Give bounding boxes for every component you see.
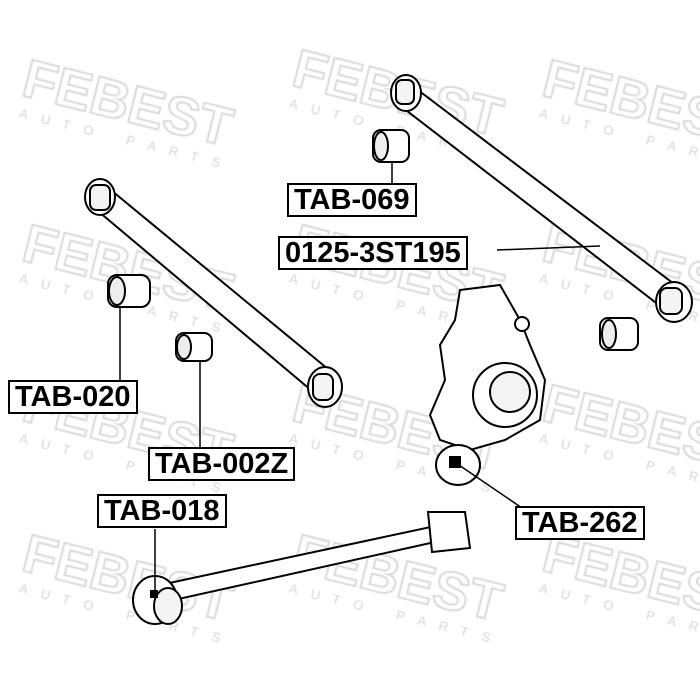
part-label-tab-020: TAB-020 <box>8 380 138 414</box>
part-label-tab-018: TAB-018 <box>97 494 227 528</box>
lateral-rod <box>132 511 472 625</box>
bushing-right <box>599 317 639 351</box>
lower-control-arm <box>84 178 343 408</box>
bushing-tab-020 <box>107 274 151 308</box>
bushing-tab-069 <box>372 129 410 163</box>
leader-lines <box>119 162 601 592</box>
parts <box>84 74 693 625</box>
part-label-tab-262: TAB-262 <box>515 506 645 540</box>
part-label-tab-002z: TAB-002Z <box>148 447 296 481</box>
part-label-0125-3st195: 0125-3ST195 <box>278 236 468 270</box>
part-label-tab-069: TAB-069 <box>287 183 417 217</box>
bushing-tab-002z <box>175 332 213 362</box>
knuckle <box>428 283 547 486</box>
upper-control-arm <box>390 74 693 323</box>
